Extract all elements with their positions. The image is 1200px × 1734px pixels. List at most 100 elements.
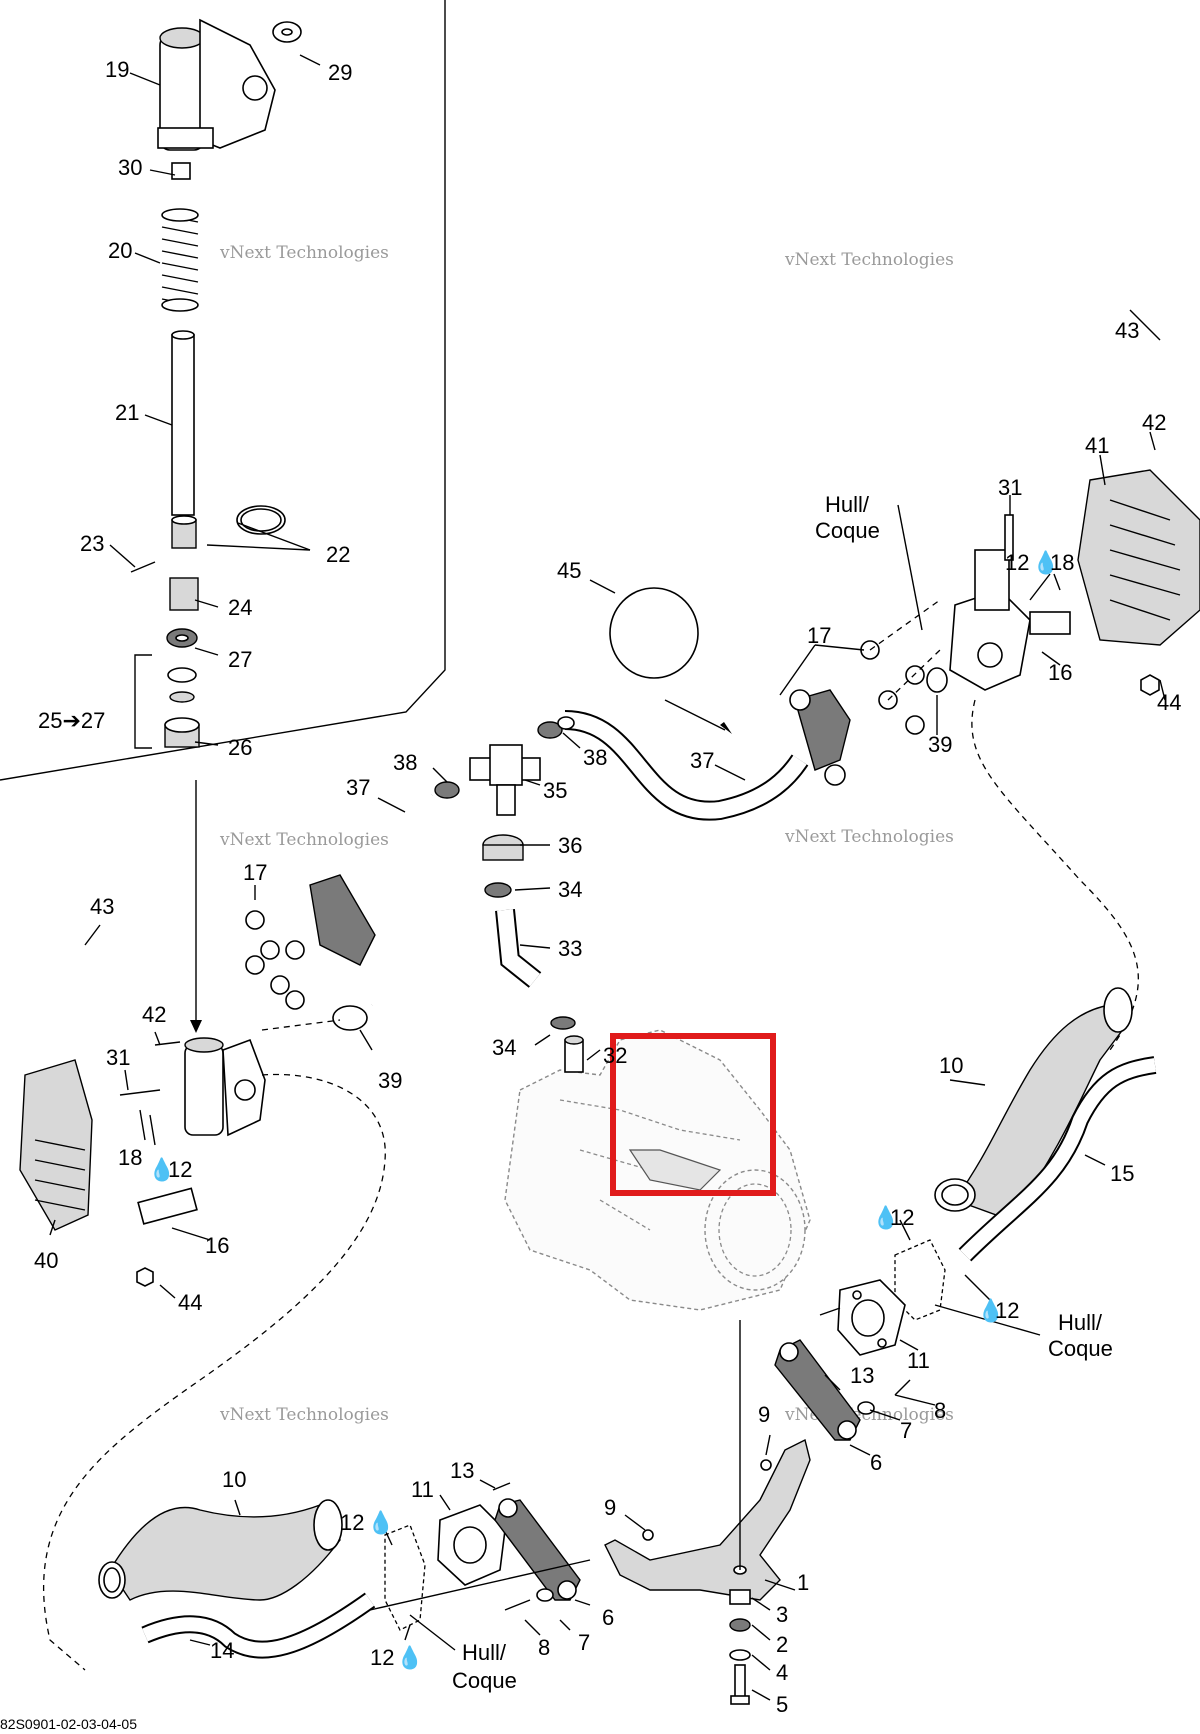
- part-39-ring-left: [332, 1005, 368, 1031]
- part-12-gasket-left: [384, 1524, 426, 1631]
- part-6-link-right: [774, 1339, 861, 1441]
- callout-6-right: 6: [870, 1450, 882, 1475]
- callout-22: 22: [326, 542, 350, 567]
- callout-1: 1: [797, 1570, 809, 1595]
- part-34-clamp: [484, 882, 512, 898]
- dashed-link-right: [971, 699, 1139, 1051]
- callout-34-upper: 34: [558, 877, 582, 902]
- callout-6-left: 6: [602, 1605, 614, 1630]
- callout-34-lower: 34: [492, 1035, 516, 1060]
- part-39-ring-right: [926, 667, 948, 693]
- hull-label-mid: Hull/ Coque: [1048, 1310, 1113, 1361]
- part-13-screw-left: [492, 1482, 511, 1491]
- part-12-gasket-right: [894, 1239, 946, 1321]
- callout-41: 41: [1085, 433, 1109, 458]
- drop-icon-bot1: 💧: [367, 1510, 394, 1535]
- callout-12-bot2: 12: [370, 1645, 394, 1670]
- callout-7-right: 7: [900, 1418, 912, 1443]
- part-20-spring: [161, 208, 199, 312]
- callout-44-right: 44: [1157, 690, 1181, 715]
- callout-19: 19: [105, 57, 129, 82]
- callout-13-left: 13: [450, 1458, 474, 1483]
- callout-18-right: 18: [1050, 550, 1074, 575]
- part-19-housing: [157, 18, 276, 151]
- drop-icon-top: 💧: [1032, 550, 1059, 575]
- callout-35: 35: [543, 778, 567, 803]
- callout-7-left: 7: [578, 1630, 590, 1655]
- callout-4: 4: [776, 1660, 788, 1685]
- callout-14: 14: [210, 1638, 234, 1663]
- callout-31-right: 31: [998, 475, 1022, 500]
- part-41-cover-right: [1077, 469, 1200, 646]
- svg-text:vNext Technologies: vNext Technologies: [784, 250, 954, 270]
- callout-12-bot1: 12: [340, 1510, 364, 1535]
- part-1-bracket: [604, 1438, 811, 1601]
- part-35-tee: [469, 744, 541, 816]
- callout-13-right: 13: [850, 1363, 874, 1388]
- watermark-5: vNext Technologies: [219, 1405, 389, 1425]
- callout-11-left: 11: [411, 1477, 434, 1502]
- part-9-nut-right: [760, 1459, 772, 1471]
- part-26-nut: [164, 717, 200, 748]
- hull-leader-bottom: [409, 1614, 456, 1651]
- drop-icon-mid2: 💧: [977, 1298, 1004, 1323]
- callout-23: 23: [80, 531, 104, 556]
- hull-leader-mid: [934, 1304, 1041, 1336]
- part-11-flange-right: [837, 1279, 906, 1356]
- svg-text:Coque: Coque: [452, 1668, 517, 1693]
- part-2-washer: [729, 1618, 751, 1632]
- callout-27: 27: [228, 647, 252, 672]
- callout-labels: 19 29 30 20 21 23 22 24 27 25➔27 26 45 3…: [34, 57, 1181, 1717]
- svg-text:Hull/: Hull/: [825, 492, 870, 517]
- part-7-washer-left: [536, 1588, 554, 1602]
- part-45-ring: [609, 587, 699, 679]
- part-29-washer: [272, 21, 302, 43]
- svg-text:vNext Technologies: vNext Technologies: [219, 830, 389, 850]
- callout-32: 32: [603, 1043, 627, 1068]
- part-40-cover-left: [19, 1059, 93, 1231]
- callout-15: 15: [1110, 1161, 1134, 1186]
- callout-3: 3: [776, 1602, 788, 1627]
- callout-39-right: 39: [928, 732, 952, 757]
- callout-12-mid1: 12: [890, 1205, 914, 1230]
- callout-16-left: 16: [205, 1233, 229, 1258]
- part-16-stud-left: [137, 1187, 198, 1225]
- part-23-pin: [130, 561, 156, 573]
- part-34-clamp-lower: [550, 1016, 576, 1030]
- drop-icon-left: 💧: [148, 1157, 175, 1182]
- callout-37-right: 37: [690, 748, 714, 773]
- callout-42-left: 42: [142, 1002, 166, 1027]
- part-27-bearing: [166, 628, 198, 703]
- part-31-bolt-right: [1004, 514, 1014, 561]
- callout-20: 20: [108, 238, 132, 263]
- callout-25-27: 25➔27: [38, 708, 105, 733]
- part-17-levers-left: [245, 874, 376, 1010]
- callout-37-left: 37: [346, 775, 370, 800]
- inset-border: [0, 0, 446, 781]
- callout-16-right: 16: [1048, 660, 1072, 685]
- callout-17-right: 17: [807, 623, 831, 648]
- callout-9-bottom: 9: [604, 1495, 616, 1520]
- part-24-gear: [169, 577, 199, 611]
- callout-24: 24: [228, 595, 252, 620]
- callout-26: 26: [228, 735, 252, 760]
- highlight-box: [610, 1033, 776, 1196]
- hull-label-top: Hull/ Coque: [815, 492, 880, 543]
- callout-31-left: 31: [106, 1045, 130, 1070]
- svg-text:Hull/: Hull/: [1058, 1310, 1103, 1335]
- svg-text:Hull/: Hull/: [462, 1640, 507, 1665]
- callout-38-right: 38: [583, 745, 607, 770]
- watermark-2: vNext Technologies: [784, 250, 954, 270]
- callout-29: 29: [328, 60, 352, 85]
- svg-text:vNext Technologies: vNext Technologies: [784, 827, 954, 847]
- callout-44-left: 44: [178, 1290, 202, 1315]
- callout-42-right: 42: [1142, 410, 1166, 435]
- callout-43-left: 43: [90, 894, 114, 919]
- svg-text:vNext Technologies: vNext Technologies: [219, 1405, 389, 1425]
- part-4-washer: [729, 1649, 751, 1661]
- part-7-washer-right: [857, 1401, 875, 1415]
- hull-label-bottom: Hull/ Coque: [452, 1640, 517, 1693]
- callout-5: 5: [776, 1692, 788, 1717]
- part-8-bolt-left: [504, 1599, 531, 1611]
